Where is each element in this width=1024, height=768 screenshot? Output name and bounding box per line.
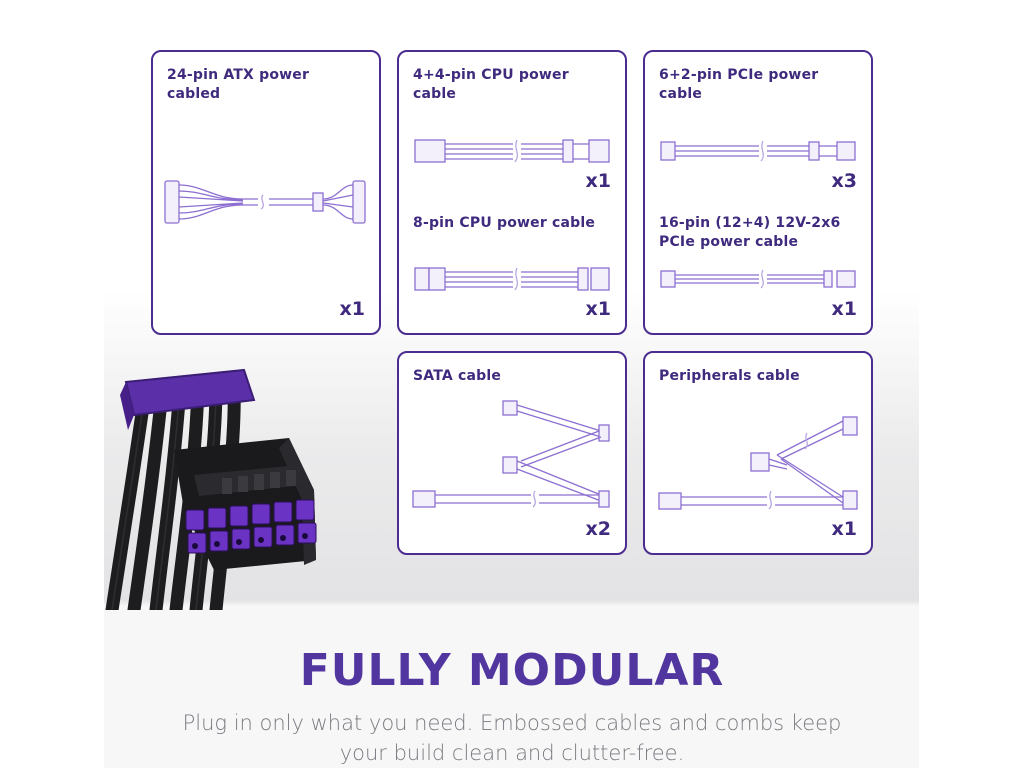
pcie62-cable-icon <box>660 140 856 162</box>
panel-peripherals-cable: Peripherals cable x1 <box>643 351 873 555</box>
panel-title-pcie62: 6+2-pin PCIe power cable <box>659 67 819 102</box>
qty-badge-pcie62: x3 <box>831 170 857 192</box>
panel-cpu-cables: 4+4-pin CPU power cable x1 8-pin CPU pow… <box>397 50 627 335</box>
cpu8-cable-icon <box>414 267 610 291</box>
panel-pcie-cables: 6+2-pin PCIe power cable x3 16-pin (12+4… <box>643 50 873 335</box>
subline: Plug in only what you need. Embossed cab… <box>182 711 842 765</box>
sata-cable-icon <box>412 400 610 508</box>
qty-badge: x1 <box>339 298 365 320</box>
panel-sata-cable: SATA cable x2 <box>397 351 627 555</box>
pcie16-cable-icon <box>660 269 856 289</box>
panel-title-cpu8: 8-pin CPU power cable <box>413 215 596 231</box>
peripherals-cable-icon <box>658 416 858 510</box>
atx-cable-icon <box>164 180 366 224</box>
panel-title-cpu44: 4+4-pin CPU power cable <box>413 67 569 102</box>
panel-title: Peripherals cable <box>659 368 800 384</box>
qty-badge-cpu8: x1 <box>585 298 611 320</box>
panel-title-pcie16: 16-pin (12+4) 12V-2x6 PCIe power cable <box>659 215 841 250</box>
cpu44-cable-icon <box>414 139 610 163</box>
panel-title: SATA cable <box>413 368 502 384</box>
qty-badge: x1 <box>831 518 857 540</box>
qty-badge-pcie16: x1 <box>831 298 857 320</box>
panel-atx-cable: 24-pin ATX power cabled x1 <box>151 50 381 335</box>
qty-badge-cpu44: x1 <box>585 170 611 192</box>
qty-badge: x2 <box>585 518 611 540</box>
panel-title: 24-pin ATX power cabled <box>167 67 310 102</box>
headline: FULLY MODULAR <box>299 645 725 696</box>
connector-illustration <box>105 368 317 610</box>
